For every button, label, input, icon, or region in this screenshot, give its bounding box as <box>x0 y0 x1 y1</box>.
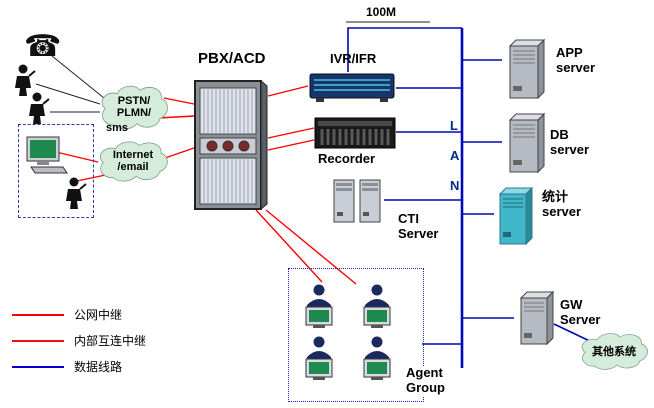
cti-server-tower-icon <box>332 176 358 229</box>
person-with-phone-icon <box>12 64 38 103</box>
network-cloud-icon <box>99 141 168 182</box>
lan-letter-a: A <box>450 148 460 163</box>
legend-item-internal-trunk: 内部互连中继 <box>12 332 146 349</box>
gw-server-tower-icon <box>514 290 555 353</box>
gw-server-label: GW Server <box>560 297 601 327</box>
legend-label: 公网中继 <box>74 308 123 322</box>
network-cloud-icon <box>581 333 648 370</box>
agent-workstation-icon <box>299 283 339 336</box>
recorder-device-icon <box>314 116 396 155</box>
recorder-label: Recorder <box>318 151 376 166</box>
legend-red-line <box>12 313 64 316</box>
db-server-label: DB server <box>550 127 590 157</box>
ivr-ifr-label: IVR/IFR <box>330 51 377 66</box>
pstn-label-line2: PLMN/ <box>116 107 152 119</box>
link-speed-label: 100M <box>366 5 397 19</box>
app-server-label: APP server <box>556 45 596 75</box>
other-systems-label: 其他系统 <box>592 346 636 358</box>
stats-server-label: 统计 server <box>542 189 582 219</box>
pstn-label-line1: PSTN/ <box>117 95 151 107</box>
legend-blue-line <box>12 365 64 368</box>
internet-user-group-box <box>18 124 94 218</box>
cti-server-label: CTI Server <box>398 211 439 241</box>
legend-item-public-trunk: 公网中继 <box>12 306 122 323</box>
other-systems-cloud: 其他系统 <box>576 330 652 372</box>
legend-label: 内部互连中继 <box>74 334 147 348</box>
app-server-tower-icon <box>502 38 546 107</box>
pbx-acd-label: PBX/ACD <box>198 50 266 67</box>
network-cloud-icon <box>101 85 168 130</box>
lan-letter-n: N <box>450 178 460 193</box>
internet-email-cloud: Internet /email <box>94 138 172 184</box>
sms-label: sms <box>106 122 129 134</box>
agent-workstation-icon <box>357 283 397 336</box>
agent-workstation-icon <box>357 335 397 388</box>
telephone-icon: ☎ <box>24 30 62 63</box>
agent-group-box <box>288 268 424 402</box>
legend-item-data-line: 数据线路 <box>12 358 122 375</box>
legend-red-line <box>12 339 64 342</box>
pstn-plmn-cloud: PSTN/ PLMN/ <box>96 82 172 132</box>
db-server-tower-icon <box>502 112 546 181</box>
agent-group-label: Agent Group <box>406 365 445 396</box>
cti-server-tower-icon <box>358 176 384 229</box>
internet-label-line2: /email <box>117 161 149 173</box>
person-with-phone-icon <box>26 92 52 131</box>
stats-server-tower-icon <box>494 186 534 253</box>
person-with-phone-icon <box>63 177 89 216</box>
computer-icon <box>25 135 69 180</box>
agent-workstation-icon <box>299 335 339 388</box>
ivr-device-icon <box>308 70 396 109</box>
internet-label-line1: Internet <box>112 149 154 161</box>
pbx-acd-cabinet-icon <box>194 79 268 215</box>
lan-letter-l: L <box>450 118 458 133</box>
legend-label: 数据线路 <box>74 360 123 374</box>
